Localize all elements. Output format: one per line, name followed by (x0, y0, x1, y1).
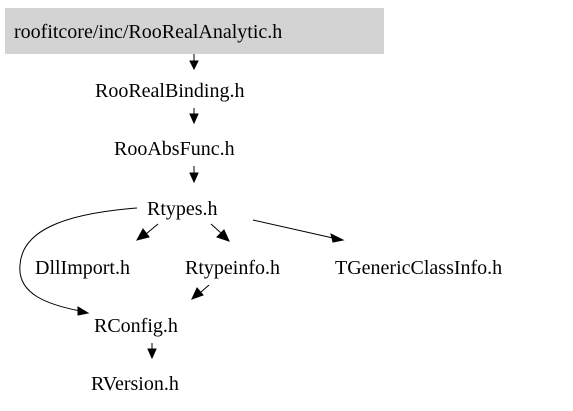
node-roorealanalytic[interactable]: roofitcore/inc/RooRealAnalytic.h (5, 8, 384, 54)
node-roorealanalytic-box (5, 8, 384, 54)
edge-roorealbinding-to-rooabsfunc (189, 108, 199, 125)
edge-rconfig-to-rversion (147, 343, 157, 360)
arrowhead (330, 233, 345, 243)
arrowhead (189, 113, 199, 125)
arrowhead (147, 348, 157, 360)
node-rtypes-label: Rtypes.h (147, 198, 218, 220)
arrowhead (189, 172, 199, 184)
node-rtypeinfo[interactable]: Rtypeinfo.h (185, 257, 280, 279)
node-rversion-label: RVersion.h (91, 373, 179, 395)
arrowhead (191, 287, 204, 300)
node-rconfig[interactable]: RConfig.h (94, 315, 178, 337)
node-rversion[interactable]: RVersion.h (91, 373, 179, 395)
node-dllimport[interactable]: DllImport.h (35, 257, 130, 279)
node-rconfig-label: RConfig.h (94, 315, 178, 337)
arrowhead (189, 60, 199, 71)
arrowhead (77, 306, 90, 316)
arrowhead (136, 228, 150, 241)
arrowhead (216, 229, 230, 242)
node-tgenericclassinfo-label: TGenericClassInfo.h (335, 257, 502, 279)
node-roorealbinding-label: RooRealBinding.h (95, 80, 244, 102)
edge-rtypes-to-dllimport (136, 223, 159, 241)
node-rooabsfunc-label: RooAbsFunc.h (114, 138, 235, 160)
node-roorealanalytic-label: roofitcore/inc/RooRealAnalytic.h (14, 21, 282, 43)
node-rtypeinfo-label: Rtypeinfo.h (185, 257, 280, 279)
edge-rtypeinfo-to-rconfig (191, 284, 210, 300)
edge-roorealanalytic-to-roorealbinding (189, 54, 199, 71)
edge-rtypes-to-rconfig (19, 207, 138, 316)
edge-rooabsfunc-to-rtypes (189, 166, 199, 184)
node-rtypes[interactable]: Rtypes.h (147, 198, 218, 220)
node-roorealbinding[interactable]: RooRealBinding.h (95, 80, 244, 102)
node-rooabsfunc[interactable]: RooAbsFunc.h (114, 138, 235, 160)
node-tgenericclassinfo[interactable]: TGenericClassInfo.h (335, 257, 502, 279)
edge-rtypes-to-tgenericclassinfo (252, 219, 345, 243)
node-dllimport-label: DllImport.h (35, 257, 130, 279)
edge-rtypes-to-rtypeinfo (210, 223, 230, 242)
